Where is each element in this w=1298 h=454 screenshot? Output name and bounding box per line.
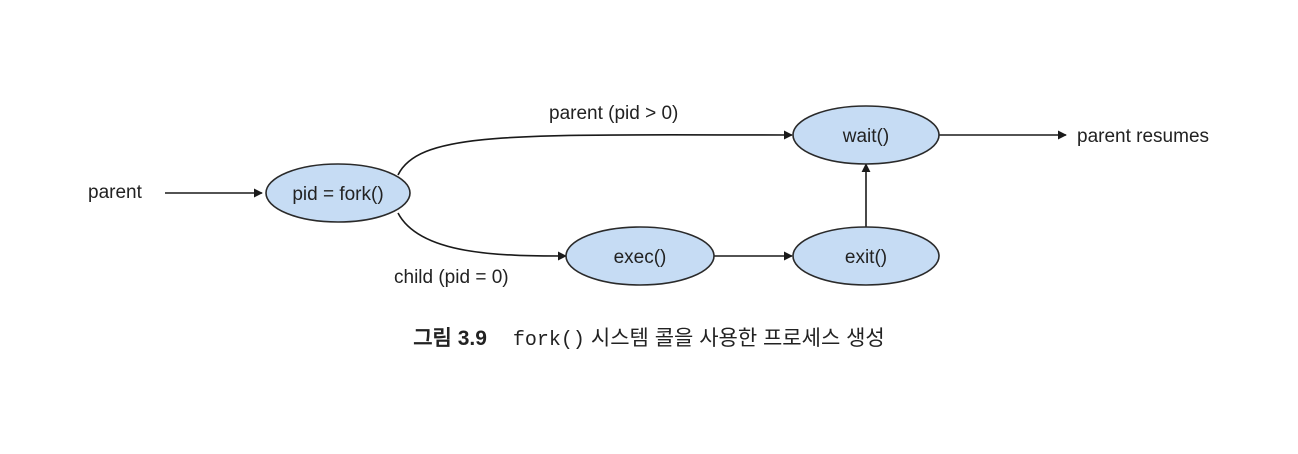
parent-branch-label: parent (pid > 0) — [549, 103, 678, 124]
node-wait-label: wait() — [842, 126, 889, 147]
caption-text: 시스템 콜을 사용한 프로세스 생성 — [590, 327, 885, 350]
node-exec-label: exec() — [614, 247, 667, 268]
node-wait — [792, 105, 940, 165]
edge-fork-to-exec — [397, 212, 567, 261]
edge-fork-to-wait — [397, 130, 793, 176]
caption-code: fork() — [512, 329, 585, 352]
node-exec — [565, 226, 715, 286]
node-exit — [792, 226, 940, 286]
node-exit-label: exit() — [845, 247, 887, 268]
end-label: parent resumes — [1077, 126, 1209, 147]
figure-number: 그림 3.9 — [413, 327, 487, 350]
node-fork-label: pid = fork() — [292, 184, 383, 205]
figure-caption: 그림 3.9 fork()시스템 콜을 사용한 프로세스 생성 — [0, 322, 1298, 352]
child-branch-label: child (pid = 0) — [394, 267, 509, 288]
start-label: parent — [88, 182, 143, 203]
node-fork — [265, 163, 411, 223]
